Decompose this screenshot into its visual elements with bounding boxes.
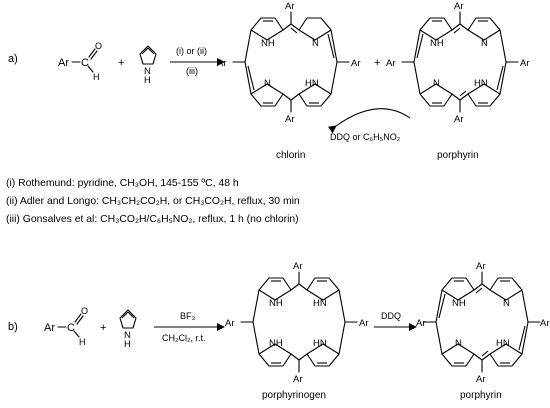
porphyrin-b-structure: NH N N HN Ar Ar Ar Ar: [416, 261, 550, 385]
chlorin-ar-top: Ar: [285, 1, 295, 12]
porphyrinogen-structure: NH HN NH HN Ar Ar Ar Ar: [225, 261, 369, 385]
plus-a: +: [118, 57, 124, 69]
porphyrin-a-ar-left: Ar: [386, 58, 396, 69]
porphyrin-b-hn: HN: [496, 338, 510, 349]
aldehyde-h: H: [93, 72, 100, 82]
arrow-a-top-text: (i) or (ii): [176, 46, 207, 56]
chlorin-caption: chlorin: [276, 150, 305, 161]
aldehyde-b-r: Ar: [44, 322, 55, 334]
chlorin-n-top: N: [312, 38, 319, 49]
plus-b: +: [100, 322, 106, 334]
porphyrinogen-ar-left: Ar: [225, 318, 235, 329]
aldehyde-o: O: [95, 41, 102, 51]
plus-between: +: [374, 57, 380, 69]
porphyrin-b-n-bottom: N: [455, 338, 462, 349]
part-a-label: a): [8, 53, 18, 65]
porphyrinogen-nh-top: NH: [269, 298, 283, 309]
part-b-label: b): [8, 321, 18, 333]
porphyrin-a-ar-top: Ar: [454, 1, 464, 12]
porphyrinogen-caption: porphyrinogen: [262, 390, 326, 401]
pyrrole-b: N H: [119, 309, 137, 350]
porphyrin-a-hn: HN: [474, 78, 488, 89]
condition-ii: (ii) Adler and Longo: CH₃CH₂CO₂H, or CH₃…: [6, 196, 300, 207]
pyrrole-a-n: N: [144, 66, 151, 77]
porphyrin-b-ar-left: Ar: [416, 318, 426, 329]
condition-iii: (iii) Gonsalves et al: CH₃CO₂H/C₆H₅NO₂, …: [6, 214, 299, 225]
aldehyde-r: Ar: [58, 57, 69, 69]
porphyrin-a-nh: NH: [430, 38, 444, 49]
aldehyde-c: C: [81, 57, 89, 69]
porphyrin-b-ar-right: Ar: [540, 318, 550, 329]
chlorin-n-bottom: N: [264, 78, 271, 89]
chlorin-ar-bottom: Ar: [285, 114, 295, 125]
chlorin-structure: NH N N HN Ar Ar Ar Ar: [217, 1, 361, 125]
porphyrinogen-ar-bottom: Ar: [293, 374, 303, 385]
porphyrin-b-caption: porphyrin: [460, 390, 502, 401]
porphyrin-b-ar-top: Ar: [476, 261, 486, 272]
porphyrin-a-structure: NH N N HN Ar Ar Ar Ar: [386, 1, 530, 125]
condition-i: (i) Rothemund: pyridine, CH₃OH, 145-155 …: [6, 178, 239, 189]
porphyrin-b-nh: NH: [452, 298, 466, 309]
porphyrin-a-ar-bottom: Ar: [454, 114, 464, 125]
aldehyde-b: Ar C O H: [44, 306, 88, 347]
chlorin-ar-left: Ar: [217, 58, 227, 69]
arrow-b-top-text: BF₃: [180, 311, 196, 321]
aldehyde-b-c: C: [67, 322, 75, 334]
pyrrole-a: N H: [139, 45, 157, 86]
porphyrin-a-n-top: N: [481, 38, 488, 49]
ddq-b-text: DDQ: [381, 311, 401, 321]
porphyrin-a-caption: porphyrin: [437, 150, 479, 161]
oxidation-curved-arrow: [327, 108, 411, 134]
porphyrin-a-ar-right: Ar: [520, 58, 530, 69]
pyrrole-a-h: H: [144, 75, 151, 86]
porphyrinogen-hn-bottom: HN: [313, 338, 327, 349]
arrow-b-bottom-text: CH₂Cl₂, r.t.: [162, 333, 206, 343]
porphyrinogen-ar-top: Ar: [293, 261, 303, 272]
porphyrin-b-ar-bottom: Ar: [476, 374, 486, 385]
aldehyde-a: Ar C O H: [58, 41, 102, 82]
porphyrinogen-hn-top: HN: [313, 298, 327, 309]
oxidant-a-text: DDQ or C₆H₅NO₂: [330, 132, 401, 142]
chlorin-ar-right: Ar: [351, 58, 361, 69]
porphyrinogen-ar-right: Ar: [359, 318, 369, 329]
arrow-a-bottom-text: (iii): [186, 66, 198, 76]
chlorin-hn: HN: [305, 78, 319, 89]
pyrrole-b-n: N: [124, 330, 131, 341]
pyrrole-b-h: H: [124, 339, 131, 350]
porphyrinogen-nh-bottom: NH: [269, 338, 283, 349]
aldehyde-b-h: H: [79, 337, 86, 347]
chlorin-nh: NH: [261, 38, 275, 49]
aldehyde-b-o: O: [81, 306, 88, 316]
porphyrin-b-n-top: N: [503, 298, 510, 309]
porphyrin-a-n-bottom: N: [433, 78, 440, 89]
